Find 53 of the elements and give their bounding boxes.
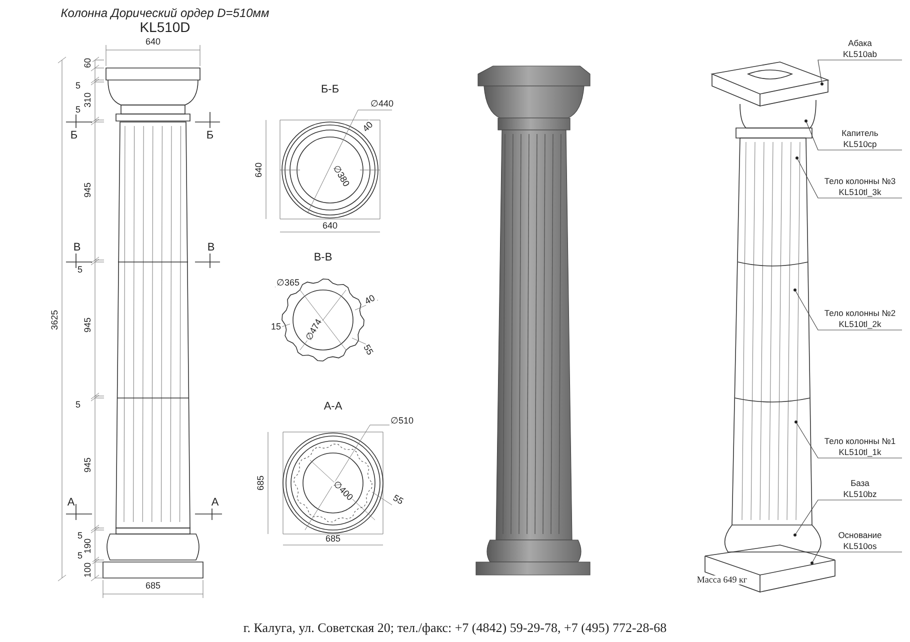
model-code: KL510D [138, 20, 192, 34]
dimension-label: 310 [84, 91, 92, 109]
section-mark-letter: В [72, 242, 82, 254]
callout-text: База KL510bz [818, 478, 902, 500]
dimension-label: 5 [76, 532, 84, 540]
section-title: Б-Б [320, 84, 340, 96]
dimension-label: 55 [361, 342, 375, 358]
dimension-label: 945 [84, 456, 92, 474]
dimension-label: ∅365 [275, 278, 301, 288]
leader-line [818, 60, 902, 86]
dimension-label: 5 [74, 106, 82, 114]
callout-text: Тело колонны №1 KL510tl_1k [818, 436, 902, 458]
dimension-label: 945 [84, 316, 92, 334]
callout-text: Тело колонны №3 KL510tl_3k [818, 176, 902, 198]
leader-line [810, 552, 902, 564]
dimension-label: 190 [84, 537, 92, 555]
leader-line [794, 420, 902, 458]
dimension-label: 15 [270, 322, 282, 332]
dimension-label: 3625 [50, 308, 60, 332]
dimension-label: 640 [144, 38, 162, 46]
dimension-label: 5 [76, 266, 84, 274]
leader-line [794, 500, 902, 536]
section-mark-letter: Б [69, 130, 79, 142]
section-title: В-В [312, 252, 334, 264]
dimension-label: ∅510 [389, 416, 415, 426]
mass-note: Масса 649 кг [696, 576, 748, 584]
section-mark-letter: Б [205, 130, 215, 142]
leader-line [796, 156, 902, 198]
dimension-label: 5 [74, 400, 82, 410]
dimension-label: 55 [390, 493, 406, 507]
dimension-label: 640 [321, 222, 339, 230]
dimension-label: 5 [74, 82, 82, 90]
dimension-label: 685 [324, 534, 342, 544]
dimension-label: 100 [84, 561, 92, 579]
callout-text: Абака KL510ab [818, 38, 902, 60]
leader-line [804, 120, 902, 150]
callout-text: Тело колонны №2 KL510tl_2k [818, 308, 902, 330]
dimension-label: 60 [84, 57, 92, 69]
dimension-label: 640 [254, 161, 264, 179]
drawing-title: Колонна Дорический ордер D=510мм [60, 6, 270, 20]
callout-text: Основание KL510os [818, 530, 902, 552]
dimension-label: 685 [256, 474, 266, 492]
section-mark-letter: А [66, 498, 76, 508]
dimension-label: ∅440 [369, 100, 395, 108]
dimension-label: 5 [76, 552, 84, 560]
callout-text: Капитель KL510cp [818, 128, 902, 150]
leader-line [794, 288, 902, 330]
dimension-label: 945 [84, 181, 92, 199]
footer-contact-text: г. Калуга, ул. Советская 20; тел./факс: +7 (4842) 59-29-78, +7 (495) 772-28-68 [243, 620, 667, 636]
dimension-label: 685 [144, 582, 162, 590]
section-mark-letter: А [210, 498, 220, 508]
section-mark-letter: В [206, 242, 216, 254]
section-title: А-А [322, 402, 344, 412]
